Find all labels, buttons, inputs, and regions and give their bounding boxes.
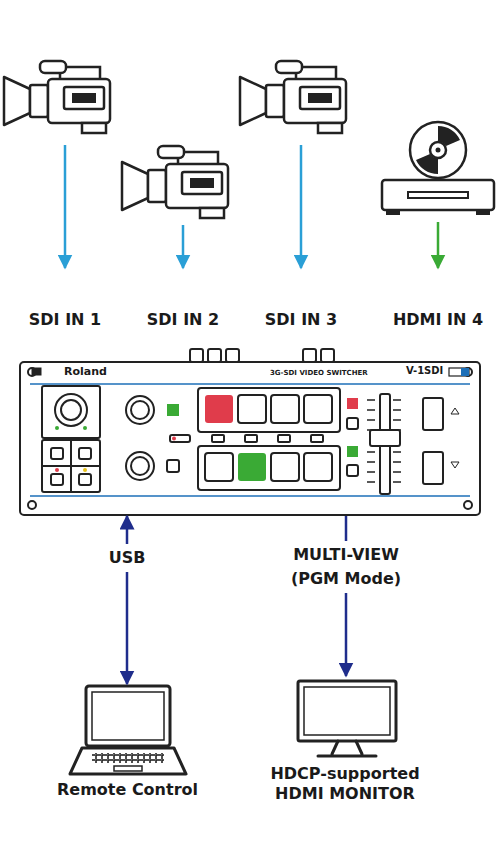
laptop-box: Remote Control [55,680,200,810]
camera-1 [4,61,110,133]
device-caption: HDCP-supported HDMI MONITOR [258,764,433,804]
switcher-box: Roland 3G-SDI VIDEO SWITCHER V-1SDI [20,362,480,515]
monitor-icon [298,681,396,756]
input-label: SDI IN 2 [147,310,219,329]
brand-name: Roland [64,365,107,379]
camera-2 [122,146,228,218]
camera-3 [240,61,346,133]
model-caption: 3G-SDI VIDEO SWITCHER [270,369,368,378]
connector-arrow [345,516,348,676]
connector-label: MULTI-VIEW (PGM Mode) [284,541,409,593]
connector-arrow [126,516,129,684]
switcher-panel [20,349,480,515]
input-label: SDI IN 3 [265,310,337,329]
laptop-icon [70,686,186,774]
monitor-box: HDCP-supported HDMI MONITOR [250,672,440,817]
input-label: HDMI IN 4 [393,310,483,329]
input-label: SDI IN 1 [29,310,101,329]
device-caption: Remote Control [55,780,200,800]
connector-label: USB [97,544,157,572]
input-arrows [65,145,438,268]
disc-player [382,122,494,215]
model-name: V-1SDI [406,365,443,378]
